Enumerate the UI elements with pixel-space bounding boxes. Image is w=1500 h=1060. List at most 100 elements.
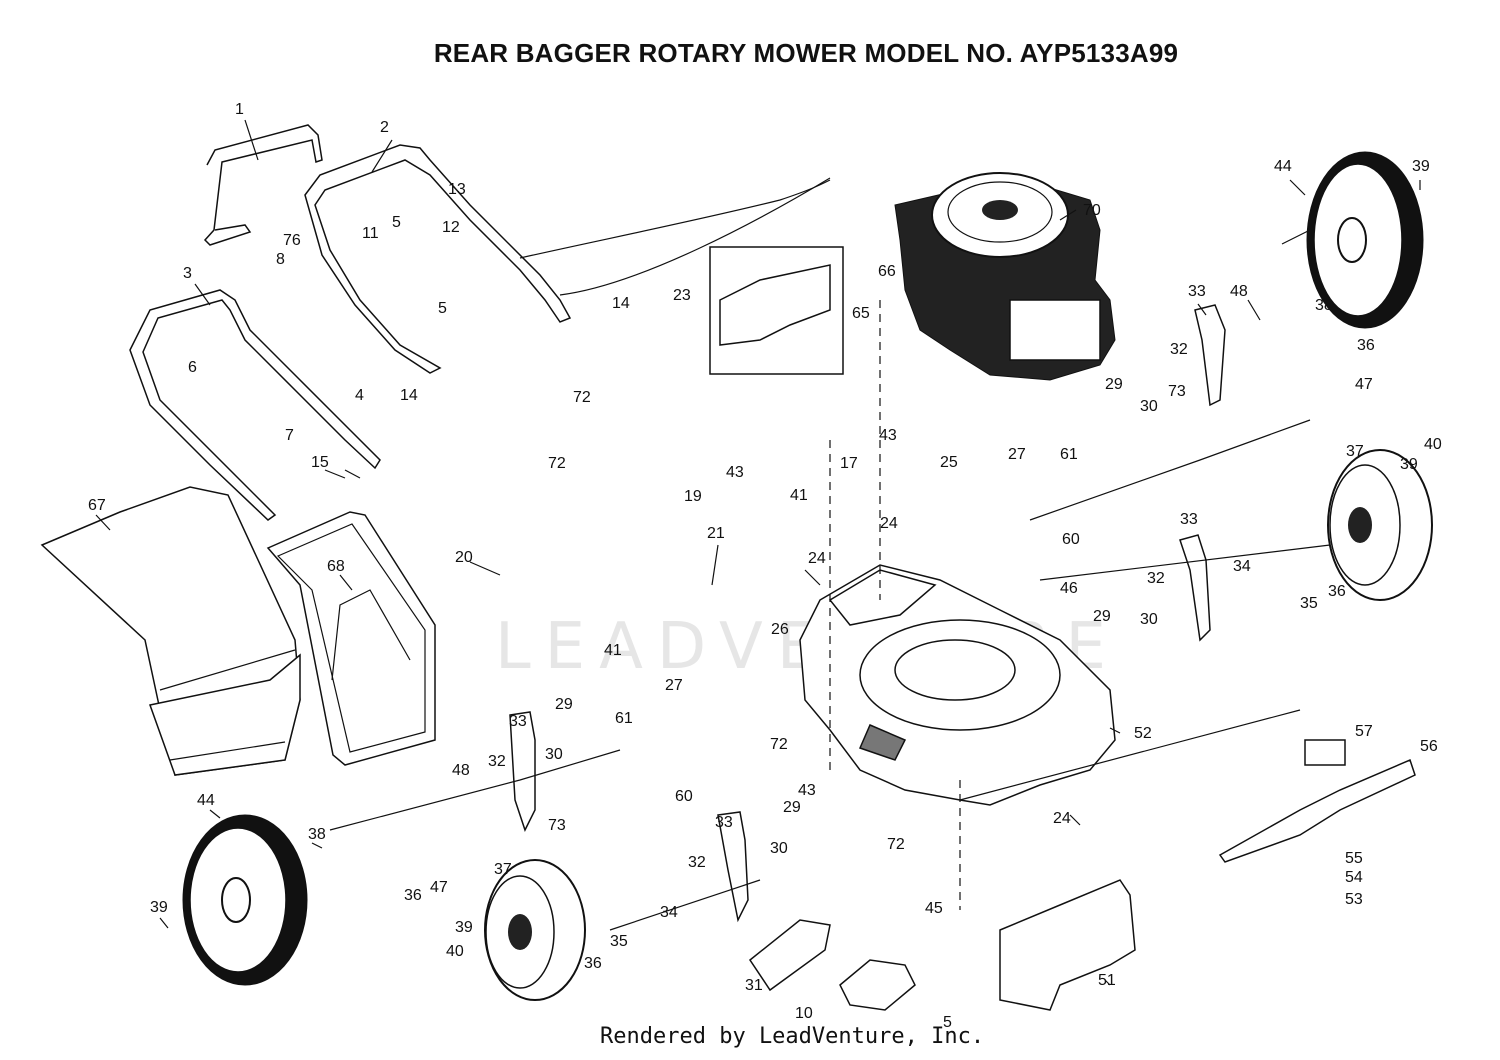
axle-line — [329, 749, 621, 831]
callout: 37 — [494, 861, 512, 878]
callout: 57 — [1355, 723, 1373, 740]
callout: 72 — [573, 389, 591, 406]
callout: 10 — [795, 1005, 813, 1022]
callout: 23 — [673, 287, 691, 304]
callout: 65 — [852, 305, 870, 322]
callout: 6 — [188, 359, 197, 376]
callout: 35 — [1300, 595, 1318, 612]
callout: 43 — [726, 464, 744, 481]
callout: 14 — [612, 295, 630, 312]
adjuster-lever-rear-left — [509, 711, 536, 832]
callout: 41 — [790, 487, 808, 504]
wheel-front-left — [484, 859, 586, 1001]
callout: 52 — [1134, 725, 1152, 742]
callout: 32 — [488, 753, 506, 770]
callout: 39 — [150, 899, 168, 916]
callout: 2 — [380, 119, 389, 136]
callout: 27 — [665, 677, 683, 694]
adjuster-lever-front-right — [1179, 534, 1211, 642]
callout: 30 — [1140, 611, 1158, 628]
callout: 32 — [1170, 341, 1188, 358]
callout: 55 — [1345, 850, 1363, 867]
rear-shield — [748, 919, 831, 992]
callout: 43 — [798, 782, 816, 799]
callout: 36 — [404, 887, 422, 904]
callout: 33 — [715, 814, 733, 831]
wheel-rear-left — [182, 814, 308, 986]
callout: 4 — [355, 387, 364, 404]
callout: 14 — [400, 387, 418, 404]
grass-bag — [40, 486, 301, 776]
callout: 30 — [545, 746, 563, 763]
callout: 33 — [1180, 511, 1198, 528]
callout: 36 — [1328, 583, 1346, 600]
callout: 45 — [925, 900, 943, 917]
callout: 56 — [1420, 738, 1438, 755]
blade — [1218, 758, 1416, 863]
callout: 43 — [879, 427, 897, 444]
callout-labels: 1 2 3 4 5 5 5 6 7 8 10 11 12 13 14 14 15… — [88, 101, 1442, 1031]
callout: 34 — [660, 904, 678, 921]
callout: 39 — [1412, 158, 1430, 175]
callout: 51 — [1098, 972, 1116, 989]
callout: 47 — [430, 879, 448, 896]
callout: 48 — [452, 762, 470, 779]
callout: 39 — [455, 919, 473, 936]
callout: 38 — [1315, 297, 1333, 314]
callout: 8 — [276, 251, 285, 268]
callout: 72 — [887, 836, 905, 853]
callout: 44 — [1274, 158, 1292, 175]
bag-frame — [266, 511, 436, 766]
callout: 17 — [840, 455, 858, 472]
callout: 38 — [308, 826, 326, 843]
callout: 34 — [1233, 558, 1251, 575]
callout: 32 — [688, 854, 706, 871]
callout: 73 — [548, 817, 566, 834]
callout: 36 — [584, 955, 602, 972]
callout: 29 — [1105, 376, 1123, 393]
callout: 37 — [1346, 443, 1364, 460]
callout: 24 — [808, 550, 826, 567]
rear-flap-bracket — [839, 959, 916, 1011]
callout: 70 — [1083, 202, 1101, 219]
callout: 30 — [1140, 398, 1158, 415]
callout: 25 — [940, 454, 958, 471]
callout: 67 — [88, 497, 106, 514]
callout: 33 — [509, 713, 527, 730]
axle-line — [1029, 419, 1311, 521]
control-box-frame — [709, 246, 844, 375]
callout: 54 — [1345, 869, 1363, 886]
lower-handle — [129, 289, 381, 521]
callout: 47 — [1355, 376, 1373, 393]
callout: 32 — [1147, 570, 1165, 587]
callout: 26 — [771, 621, 789, 638]
adjuster-lever-front-left — [717, 811, 749, 923]
mower-deck — [799, 564, 1116, 806]
control-panel — [719, 264, 831, 346]
callout: 48 — [1230, 283, 1248, 300]
callout: 3 — [183, 265, 192, 282]
callout: 29 — [783, 799, 801, 816]
callout: 40 — [446, 943, 464, 960]
engine — [894, 172, 1116, 381]
callout: 72 — [548, 455, 566, 472]
callout: 76 — [283, 232, 301, 249]
callout: 27 — [1008, 446, 1026, 463]
callout: 1 — [235, 101, 244, 118]
callout: 36 — [1357, 337, 1375, 354]
callout: 61 — [1060, 446, 1078, 463]
upper-handle — [203, 124, 323, 246]
callout: 35 — [610, 933, 628, 950]
callout: 7 — [285, 427, 294, 444]
axle-line — [1039, 544, 1331, 581]
callout: 12 — [442, 219, 460, 236]
callout: 13 — [448, 181, 466, 198]
callout: 19 — [684, 488, 702, 505]
callout: 46 — [1060, 580, 1078, 597]
callout: 15 — [311, 454, 329, 471]
callout: 5 — [943, 1014, 952, 1031]
callout: 39 — [1400, 456, 1418, 473]
callout: 41 — [604, 642, 622, 659]
adjuster-lever-rear-right — [1194, 304, 1226, 407]
callout: 5 — [392, 214, 401, 231]
